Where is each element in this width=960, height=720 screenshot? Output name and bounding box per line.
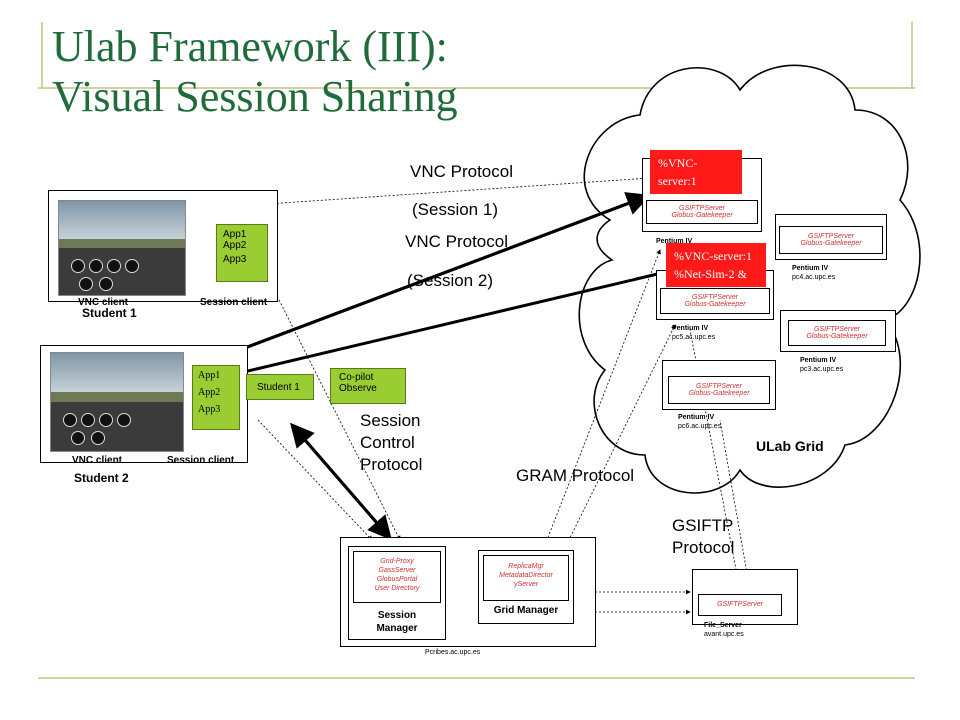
user-directory: User Directory (374, 585, 420, 592)
y-server: yServer (513, 581, 539, 588)
gsiftp-line-1: GSIFTP (672, 516, 734, 535)
session-control-protocol-label: Session Control Protocol (360, 410, 422, 476)
session-1-label: (Session 1) (412, 200, 498, 219)
top-node-services: GSIFTPServer Globus-Gatekeeper (646, 200, 758, 224)
pc3-cpu: Pentium IV (800, 357, 837, 364)
pc3-services: GSIFTPServer Globus-Gatekeeper (788, 320, 886, 346)
gsiftp-line-2: Protocol (672, 538, 735, 557)
file-server-info: File_Server avant.upc.es (704, 621, 744, 639)
observe-label: Observe (339, 383, 377, 394)
copilot-observe-box[interactable]: Co-pilot Observe (330, 368, 406, 404)
metadata-director: MetadataDirector (499, 572, 553, 579)
student-2-session-client-label: Session client (167, 455, 235, 466)
gram-protocol-label: GRAM Protocol (516, 466, 635, 485)
student-1-app3[interactable]: App3 (223, 254, 247, 265)
student-2-app3[interactable]: App3 (198, 404, 221, 415)
student-1-name: Student 1 (82, 306, 137, 320)
title-line-1: Ulab Framework (III): (52, 22, 448, 71)
copilot-label: Co-pilot (339, 372, 374, 383)
pc6-cpu: Pentium IV (678, 414, 715, 421)
session-2-label: (Session 2) (407, 271, 493, 290)
top-node-cpu: Pentium IV (656, 238, 693, 245)
session-control-line-3: Protocol (360, 455, 423, 474)
top-node-gsiftp: GSIFTPServer (679, 205, 725, 212)
pc5-cpu: Pentium IV (672, 325, 709, 332)
vnc-server-2-line-1: %VNC-server:1 (674, 249, 752, 263)
gass-server: GassServer (378, 567, 416, 574)
student-1-app2[interactable]: App2 (223, 240, 247, 251)
file-server-service: GSIFTPServer (698, 594, 782, 616)
student-2-app1[interactable]: App1 (198, 370, 221, 381)
pc3-info: Pentium IV pc3.ac.upc.es (800, 356, 843, 374)
session-manager-services: Grid-Proxy GassServer GlobusPortal User … (353, 551, 441, 603)
pc4-services: GSIFTPServer Globus-Gatekeeper (779, 226, 883, 254)
vnc-protocol-label-1: VNC Protocol (410, 162, 513, 181)
student-1-vnc-client-label: VNC client (78, 297, 129, 308)
session-control-line-1: Session (360, 411, 421, 430)
pc4-host: pc4.ac.upc.es (792, 274, 836, 281)
student-2-name: Student 2 (74, 471, 129, 485)
pc6-host: pc6.ac.upc.es (678, 423, 722, 430)
page-title: Ulab Framework (III): Visual Session Sha… (52, 22, 458, 122)
student-1-session-client-label: Session client (200, 297, 268, 308)
student-1-app-list[interactable]: App1 App2 App3 (216, 224, 268, 282)
student-1-app1[interactable]: App1 (223, 229, 247, 240)
student-2-app-list[interactable]: App1 App2 App3 (192, 365, 240, 430)
title-line-2: Visual Session Sharing (52, 72, 458, 121)
student-2-shared-tag[interactable]: Student 1 (246, 374, 314, 400)
pc4-gatekeeper: Globus-Gatekeeper (800, 240, 862, 247)
grid-proxy: Grid-Proxy (380, 558, 414, 565)
pc3-host: pc3.ac.upc.es (800, 366, 844, 373)
pc3-gsiftp: GSIFTPServer (814, 326, 860, 333)
file-server-host: avant.upc.es (704, 631, 744, 638)
globus-portal: GlobusPortal (376, 576, 418, 583)
vnc-server-session-1[interactable]: %VNC-server:1 %FS & (650, 150, 742, 206)
student-1-vnc-screen[interactable] (58, 200, 186, 296)
ulab-grid-label: ULab Grid (756, 438, 824, 454)
student-2-vnc-client-label: VNC client (72, 455, 123, 466)
pc5-info: Pentium IV pc5.ac.upc.es (672, 324, 715, 342)
vnc-protocol-label-2: VNC Protocol (405, 232, 508, 251)
pc3-gatekeeper: Globus-Gatekeeper (806, 333, 868, 340)
pc6-info: Pentium IV pc6.ac.upc.es (678, 413, 721, 431)
pc5-host: pc5.ac.upc.es (672, 334, 716, 341)
vnc-server-session-2[interactable]: %VNC-server:1 %Net-Sim-2 & (666, 243, 766, 287)
file-server-label: File_Server (704, 622, 742, 629)
vnc-server-2-line-2: %Net-Sim-2 & (674, 267, 747, 281)
session-manager-label: Session Manager (349, 609, 445, 635)
session-control-line-2: Control (360, 433, 415, 452)
pc5-gsiftp: GSIFTPServer (692, 294, 738, 301)
gsiftp-protocol-label: GSIFTP Protocol (672, 515, 734, 559)
pc6-services: GSIFTPServer Globus-Gatekeeper (668, 376, 770, 404)
replica-mgr: ReplicaMgr (508, 563, 544, 570)
grid-manager[interactable]: ReplicaMgr MetadataDirector yServer Grid… (478, 550, 574, 624)
student-2-app2[interactable]: App2 (198, 387, 221, 398)
session-manager-label-1: Session (377, 610, 417, 621)
top-node-gatekeeper: Globus-Gatekeeper (671, 212, 733, 219)
pc4-info: Pentium IV pc4.ac.upc.es (792, 264, 835, 282)
pc5-gatekeeper: Globus-Gatekeeper (684, 301, 746, 308)
grid-manager-services: ReplicaMgr MetadataDirector yServer (483, 555, 569, 601)
pc6-gatekeeper: Globus-Gatekeeper (688, 390, 750, 397)
manager-host: Pcribes.ac.upc.es (425, 649, 481, 656)
session-manager-label-2: Manager (376, 623, 418, 634)
student-2-vnc-screen[interactable] (50, 352, 184, 452)
pc4-cpu: Pentium IV (792, 265, 829, 272)
pc5-services: GSIFTPServer Globus-Gatekeeper (660, 288, 770, 314)
vnc-server-1-line-1: %VNC-server:1 (658, 156, 698, 188)
session-manager[interactable]: Grid-Proxy GassServer GlobusPortal User … (348, 546, 446, 640)
grid-manager-label: Grid Manager (493, 605, 559, 616)
pc6-gsiftp: GSIFTPServer (696, 383, 742, 390)
pc4-gsiftp: GSIFTPServer (808, 233, 854, 240)
student-2-shared-tag-label: Student 1 (257, 382, 300, 393)
